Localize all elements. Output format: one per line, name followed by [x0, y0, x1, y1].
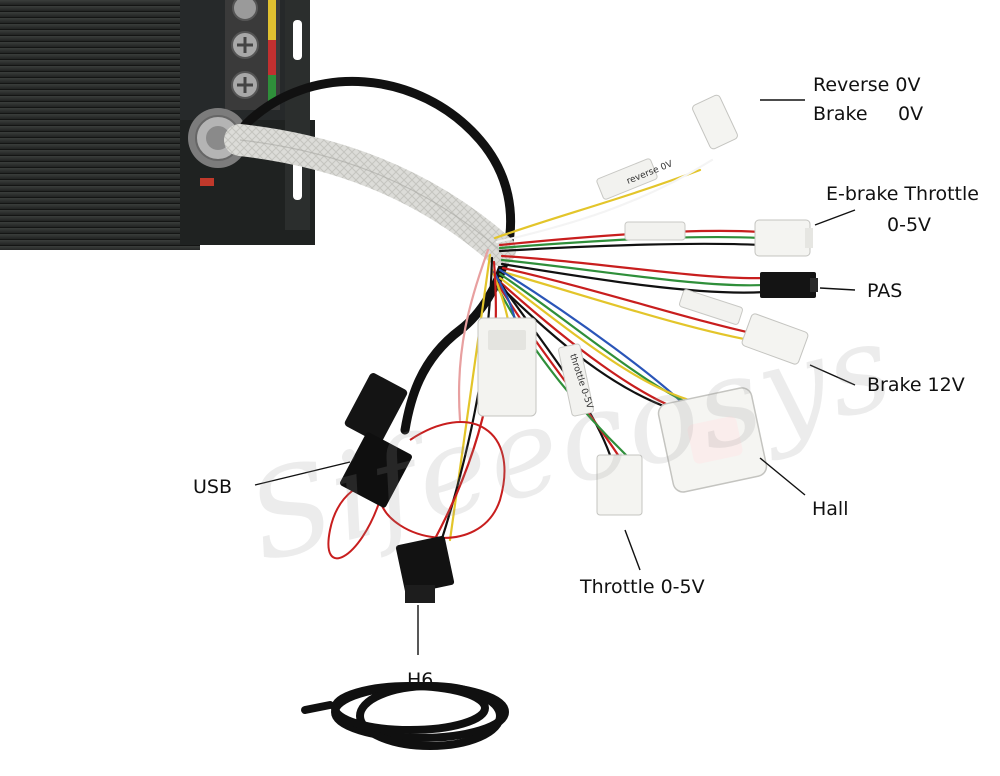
pas-connector — [760, 272, 818, 298]
usb-loop-wire — [327, 421, 506, 560]
label-hall: Hall — [812, 498, 849, 520]
hall-connector — [657, 387, 768, 493]
h6-plug-icon — [395, 535, 455, 603]
brake-12v-connector — [679, 289, 809, 365]
coiled-cable-icon — [301, 682, 509, 750]
label-ebrake-voltage: 0-5V — [887, 214, 932, 236]
ebrake-throttle-connector — [624, 219, 813, 257]
throttle-connector: throttle 0-5V — [558, 343, 643, 516]
usb-plug-icon — [340, 373, 412, 508]
label-pas: PAS — [867, 280, 903, 302]
label-reverse: Reverse 0V — [813, 74, 921, 96]
label-brake-12v: Brake 12V — [867, 374, 965, 396]
leader-lines — [254, 99, 856, 655]
h6-cable — [240, 76, 516, 435]
label-usb: USB — [193, 476, 233, 498]
label-ebrake-throttle: E-brake Throttle — [826, 183, 979, 205]
label-h6: H6 — [407, 669, 434, 691]
label-throttle: Throttle 0-5V — [580, 576, 705, 598]
terminal-block — [225, 0, 280, 110]
label-brake-zero-name: Brake — [813, 103, 868, 125]
label-brake-zero-value: 0V — [898, 103, 924, 125]
middle-connector — [477, 317, 537, 417]
